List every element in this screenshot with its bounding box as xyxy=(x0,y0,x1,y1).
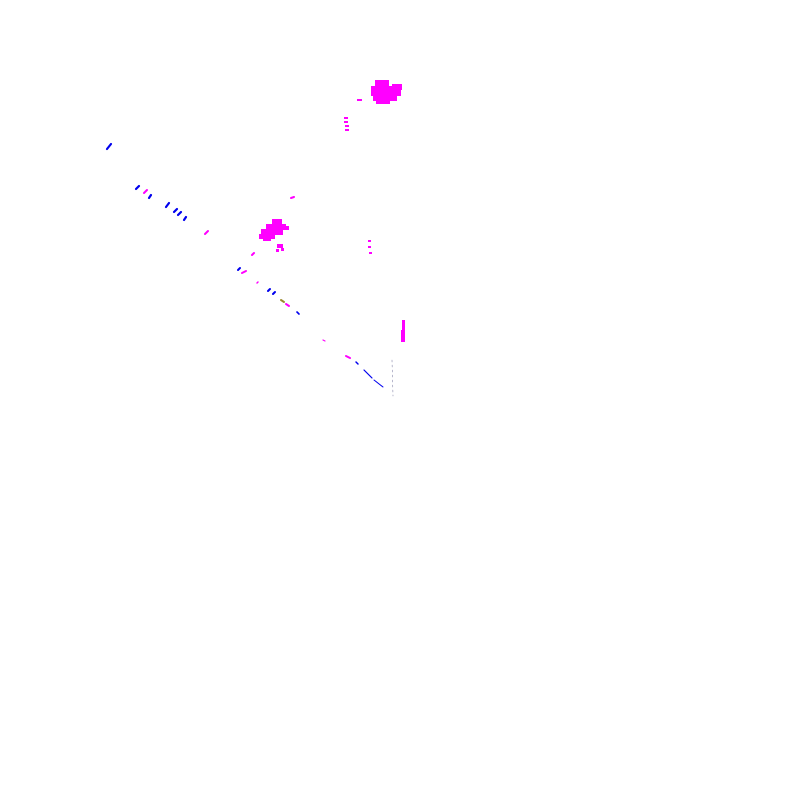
magenta-vertical-streak xyxy=(401,320,405,342)
magenta-diagonal-accents xyxy=(143,189,295,256)
magenta-dashes-right xyxy=(368,240,372,254)
magenta-dashes-upper xyxy=(344,117,349,131)
mixed-diagonal-segment xyxy=(237,267,326,342)
lower-tail xyxy=(345,355,394,397)
magenta-blob-middle xyxy=(259,219,289,252)
magenta-blob-upper xyxy=(357,80,402,104)
blue-streak xyxy=(105,142,188,222)
